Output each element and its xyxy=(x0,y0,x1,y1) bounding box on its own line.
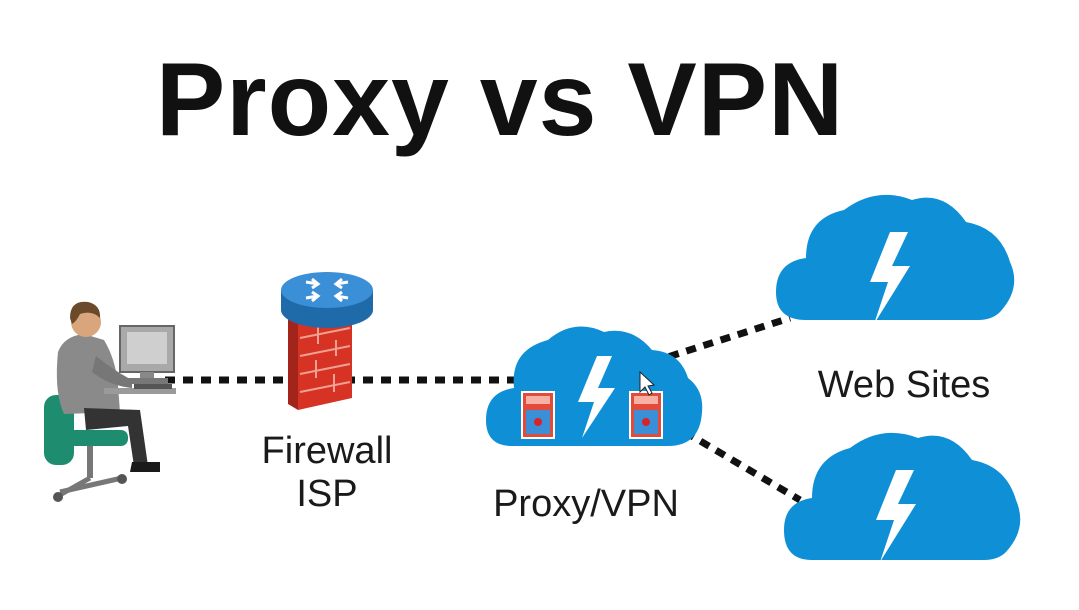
lightning-icon xyxy=(578,356,615,438)
cloud-icon xyxy=(784,432,1021,560)
page-title: Proxy vs VPN xyxy=(155,42,845,158)
firewall-icon xyxy=(288,310,352,410)
switch-icon xyxy=(629,391,663,439)
link-proxy-website-bottom xyxy=(683,428,802,504)
websites-label: Web Sites xyxy=(817,364,991,406)
router-icon xyxy=(281,272,373,328)
link-proxy-website-top xyxy=(650,314,792,366)
switch-icon xyxy=(521,391,555,439)
firewall-label: Firewall ISP xyxy=(238,430,416,516)
user-at-computer-icon xyxy=(44,301,176,502)
firewall-label-line2: ISP xyxy=(296,472,358,515)
lightning-icon xyxy=(876,470,916,562)
firewall-label-line1: Firewall xyxy=(261,430,393,472)
lightning-icon xyxy=(870,232,910,324)
proxy-label: Proxy/VPN xyxy=(493,483,679,525)
mouse-cursor-icon xyxy=(639,370,656,396)
